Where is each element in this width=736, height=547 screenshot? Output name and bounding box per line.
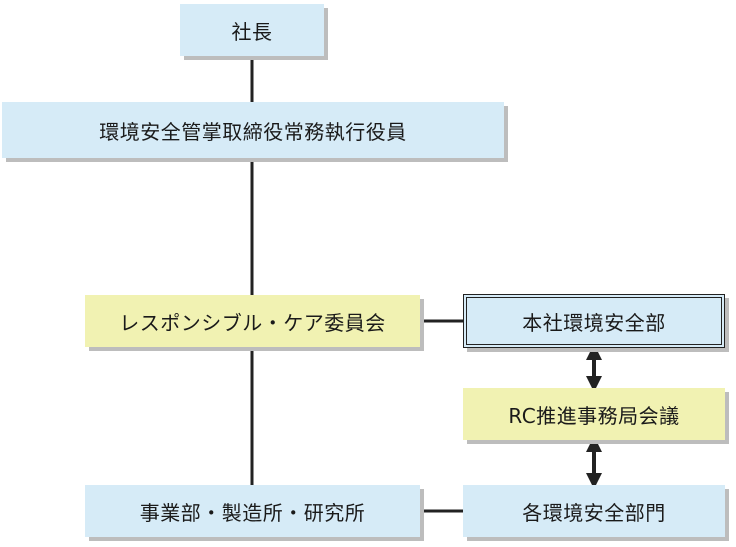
- rc-secretariat-meeting-box: RC推進事務局会議: [463, 388, 725, 440]
- env-safety-sections-label: 各環境安全部門: [522, 500, 666, 525]
- env-safety-officer-label: 環境安全管掌取締役常務執行役員: [99, 119, 407, 144]
- rc-committee-box: レスポンシブル・ケア委員会: [85, 295, 420, 347]
- env-safety-sections-box: 各環境安全部門: [463, 485, 725, 537]
- rc-committee-label: レスポンシブル・ケア委員会: [119, 310, 386, 335]
- env-safety-officer-box: 環境安全管掌取締役常務執行役員: [2, 102, 504, 158]
- hq-env-safety-dept-box: 本社環境安全部: [463, 294, 725, 348]
- rc-secretariat-meeting-label: RC推進事務局会議: [508, 403, 680, 428]
- divisions-plants-labs-label: 事業部・製造所・研究所: [139, 500, 366, 525]
- president-box: 社長: [180, 4, 324, 56]
- divisions-plants-labs-box: 事業部・製造所・研究所: [85, 485, 420, 537]
- hq-env-safety-dept-label: 本社環境安全部: [522, 310, 666, 335]
- president-label: 社長: [231, 19, 273, 44]
